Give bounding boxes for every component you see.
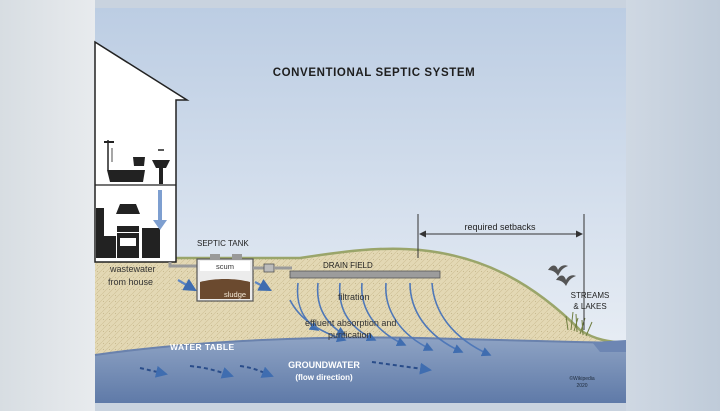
page-title: CONVENTIONAL SEPTIC SYSTEM bbox=[273, 67, 476, 79]
left-gutter bbox=[0, 0, 95, 411]
credit-line1: ©Wikipedia bbox=[569, 375, 595, 382]
drain-field-label: DRAIN FIELD bbox=[323, 261, 373, 270]
filtration-arrows bbox=[289, 282, 492, 357]
groundwater-flow-arrows bbox=[139, 361, 432, 379]
sludge-label: sludge bbox=[224, 290, 246, 299]
effluent-label-line2: purification bbox=[328, 330, 372, 340]
sink-icon bbox=[152, 149, 170, 184]
streams-label-line1: STREAMS bbox=[571, 291, 610, 300]
water-table-label: WATER TABLE bbox=[170, 342, 235, 352]
distribution-box bbox=[263, 263, 275, 273]
birds-icon bbox=[548, 265, 576, 286]
septic-tank-label: SEPTIC TANK bbox=[197, 239, 249, 248]
wastewater-label-line1: wastewater bbox=[109, 264, 156, 274]
effluent-label-line1: effluent absorption and bbox=[305, 318, 396, 328]
flow-direction-label: (flow direction) bbox=[295, 373, 353, 382]
filtration-label: filtration bbox=[338, 292, 370, 302]
right-gutter bbox=[626, 0, 720, 411]
wastewater-label-line2: from house bbox=[108, 277, 153, 287]
scum-label: scum bbox=[216, 262, 234, 271]
outlet-pipe bbox=[168, 262, 198, 268]
house bbox=[94, 40, 190, 263]
required-setbacks-label: required setbacks bbox=[464, 222, 536, 232]
groundwater-zone bbox=[95, 337, 626, 403]
kitchen-icon bbox=[96, 204, 160, 258]
lake bbox=[592, 340, 626, 352]
groundwater-label: GROUNDWATER bbox=[288, 360, 360, 370]
setback-dimension bbox=[417, 214, 585, 330]
toilet-icon bbox=[133, 157, 145, 166]
septic-tank bbox=[196, 254, 254, 302]
grass-line bbox=[95, 247, 627, 345]
streams-label-line2: & LAKES bbox=[573, 302, 606, 311]
grass-tufts bbox=[565, 311, 593, 337]
drain-field-pipe bbox=[289, 270, 441, 279]
credit-line2: 2020 bbox=[576, 383, 587, 389]
wastewater-arrows bbox=[177, 278, 272, 292]
bathtub-icon bbox=[104, 140, 145, 182]
